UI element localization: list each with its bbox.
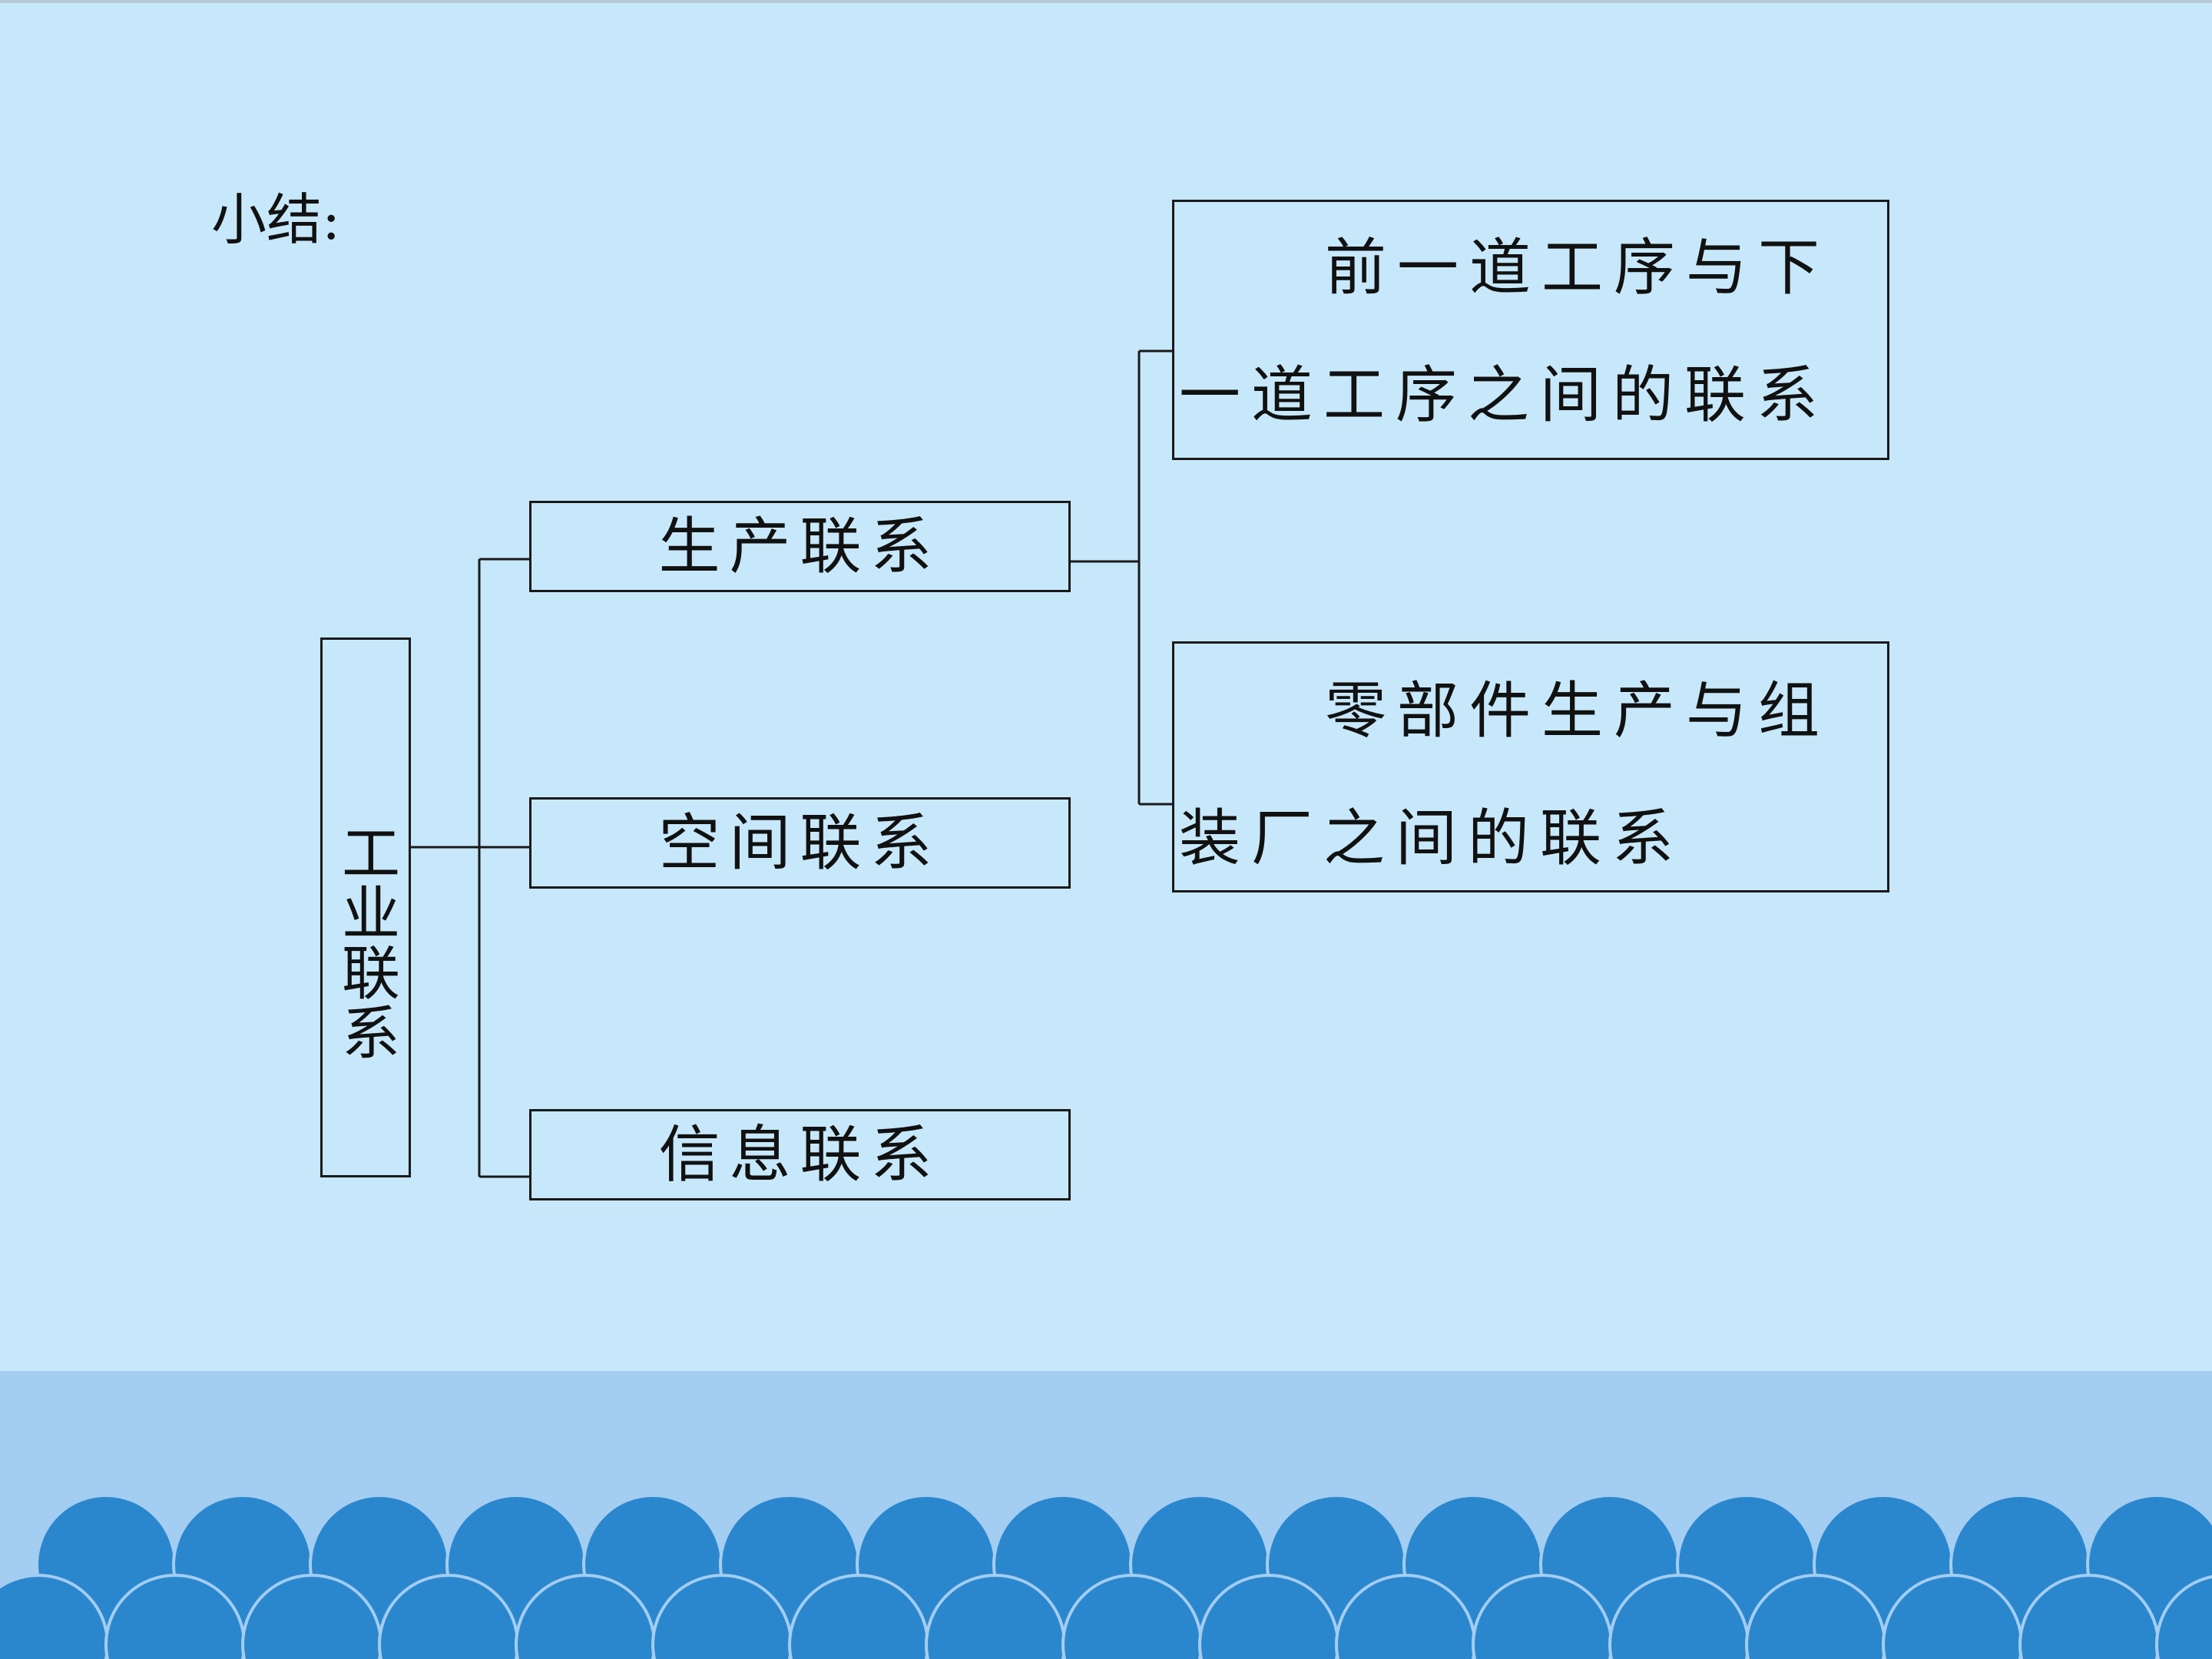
scale-pattern-decoration: [0, 1494, 2212, 1659]
detail-node-process-sequence: 前一道工序与下一道工序之间的联系: [1172, 200, 1889, 460]
root-node-industrial-linkage: 工业联系: [320, 637, 411, 1177]
branch-node-production: 生产联系: [529, 501, 1071, 592]
branch-label-information: 信息联系: [658, 1118, 942, 1190]
decorative-bottom-band: [0, 1371, 2212, 1659]
top-rule: [0, 0, 2212, 3]
scale-dome: [2155, 1575, 2212, 1659]
branch-node-information: 信息联系: [529, 1109, 1071, 1200]
slide-title: 小结:: [211, 187, 341, 252]
branch-node-spatial: 空间联系: [529, 797, 1071, 889]
detail-label-process-sequence: 前一道工序与下一道工序之间的联系: [1179, 232, 1830, 431]
detail-node-component-assembly: 零部件生产与组装厂之间的联系: [1172, 641, 1889, 892]
branch-label-spatial: 空间联系: [658, 806, 942, 879]
branch-label-production: 生产联系: [658, 510, 942, 582]
root-node-label: 工业联系: [332, 822, 400, 1062]
detail-label-component-assembly: 零部件生产与组装厂之间的联系: [1179, 675, 1830, 874]
